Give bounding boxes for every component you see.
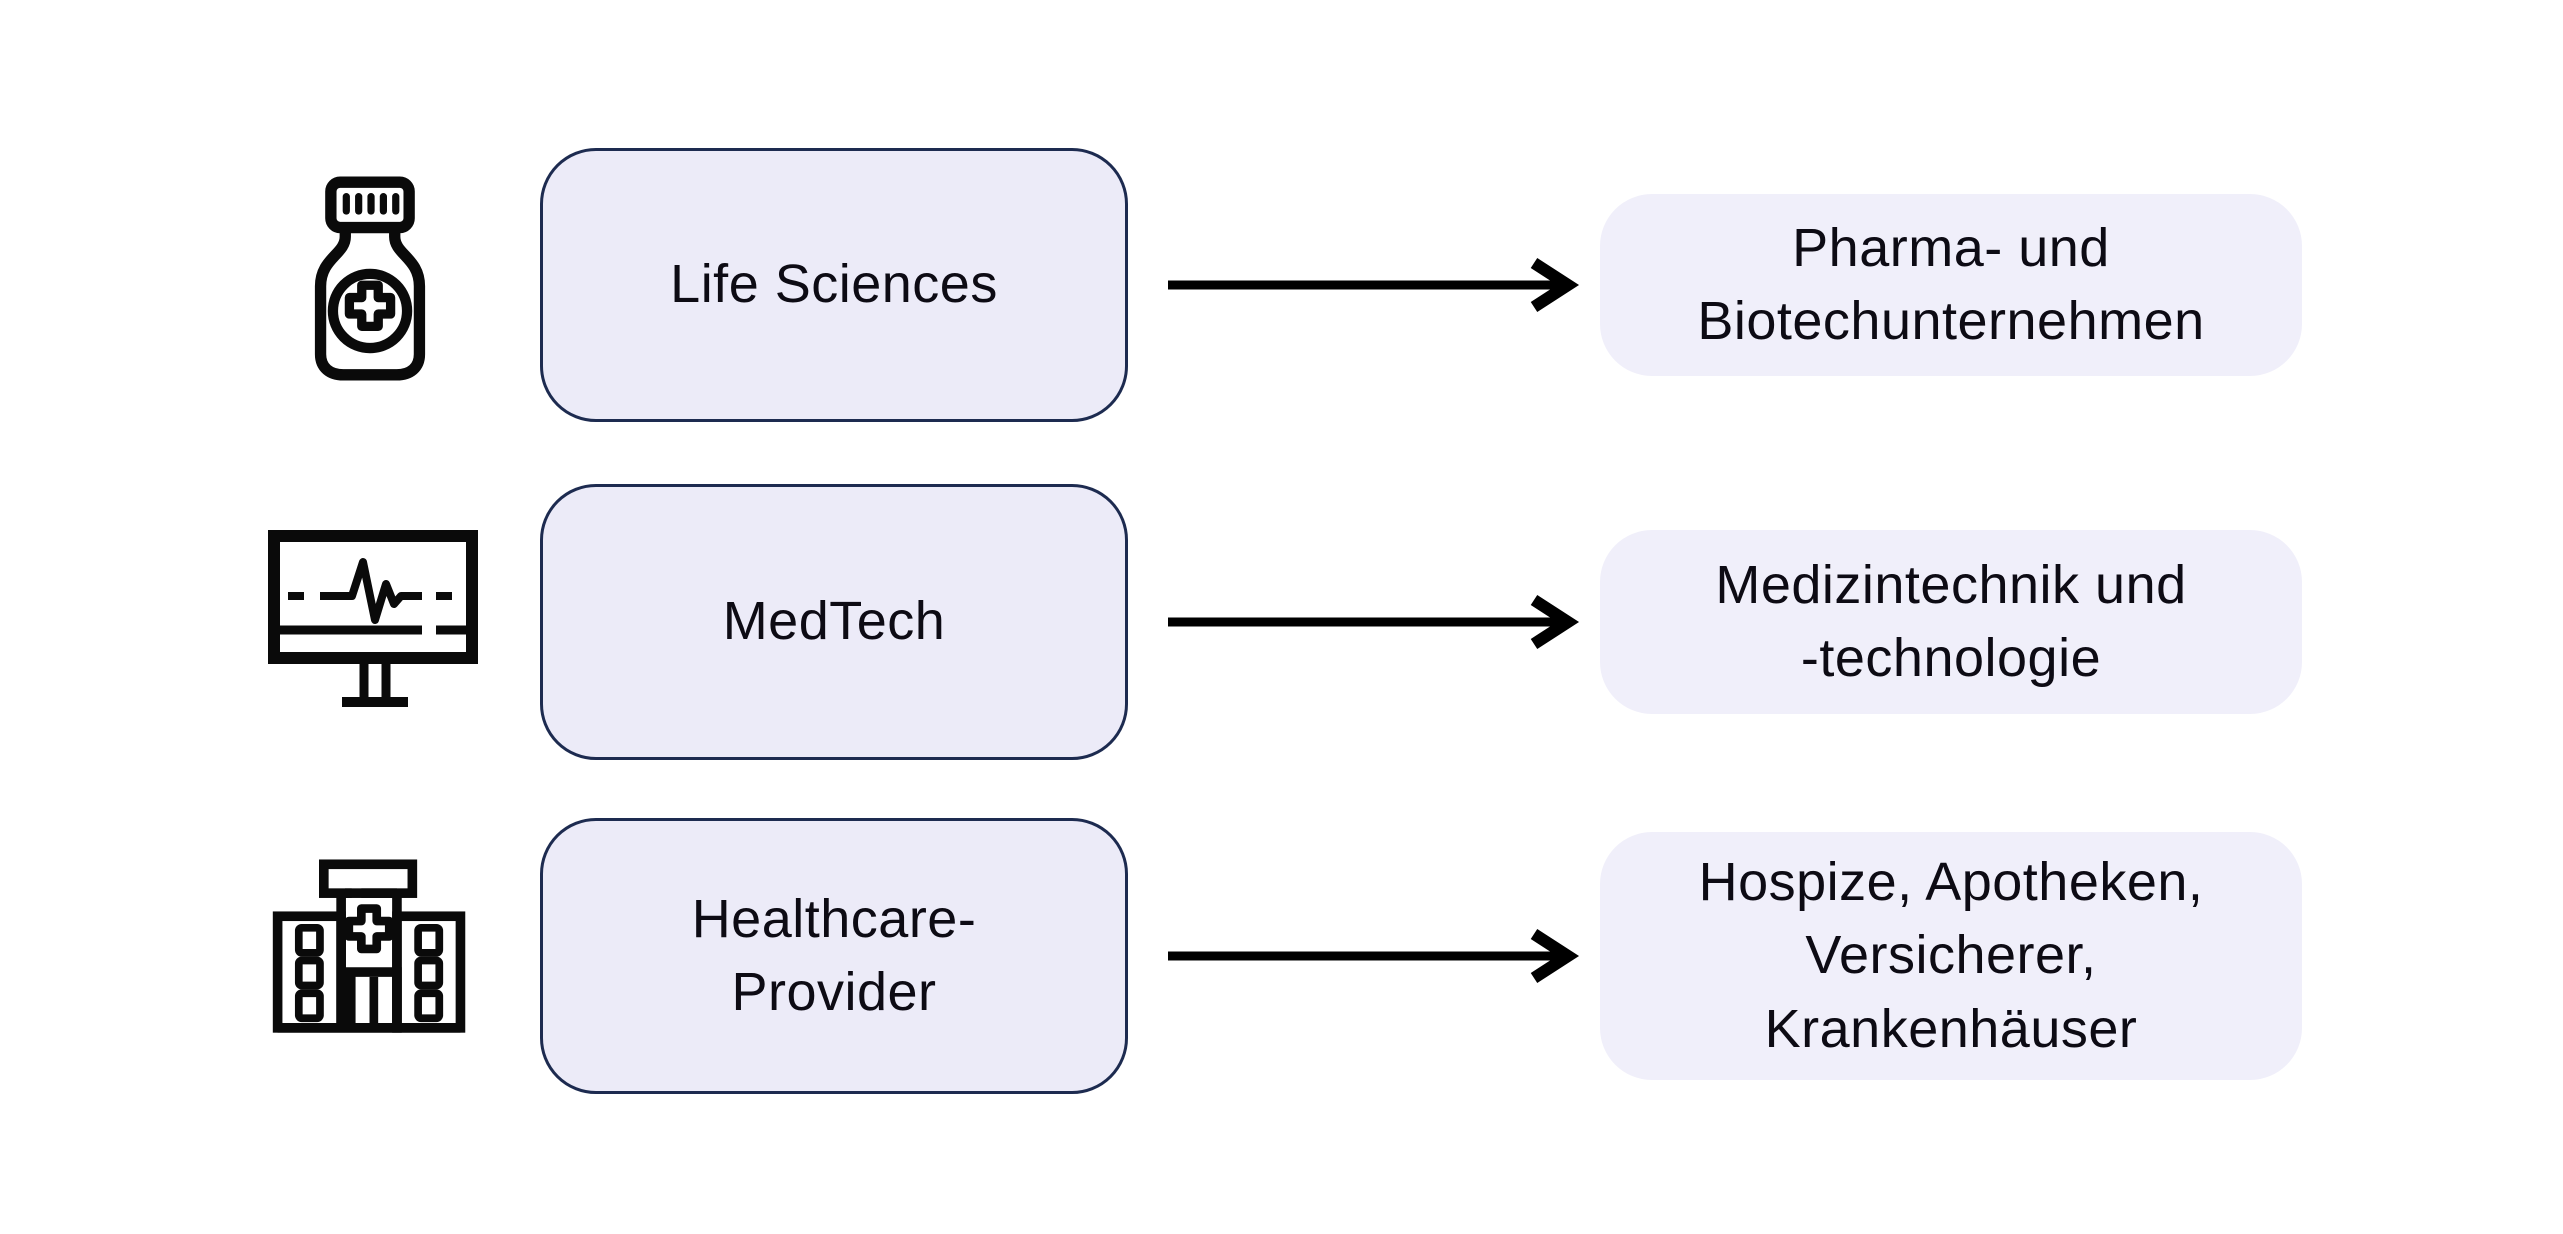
hospize-apotheken-label: Hospize, Apotheken, Versicherer, Kranken… [1698,851,2204,1059]
medtech-label: MedTech [722,591,946,652]
pharma-biotech-label: Pharma- und Biotechunternehmen [1697,217,2205,351]
heart-monitor-icon [266,530,480,708]
hospize-apotheken-box: Hospize, Apotheken, Versicherer, Kranken… [1600,832,2302,1080]
healthcare-provider-box: Healthcare- Provider [540,818,1128,1094]
medizintechnik-label: Medizintechnik und -technologie [1715,554,2187,688]
life-sciences-label: Life Sciences [670,254,998,315]
arrow-right-icon [1162,926,1592,986]
life-sciences-box: Life Sciences [540,148,1128,422]
pharma-biotech-box: Pharma- und Biotechunternehmen [1600,194,2302,376]
healthcare-provider-label: Healthcare- Provider [691,888,977,1022]
hospital-icon [266,856,474,1040]
arrow-right-icon [1162,592,1592,652]
medizintechnik-box: Medizintechnik und -technologie [1600,530,2302,714]
medtech-box: MedTech [540,484,1128,760]
medicine-bottle-icon [300,172,440,384]
arrow-right-icon [1162,255,1592,315]
